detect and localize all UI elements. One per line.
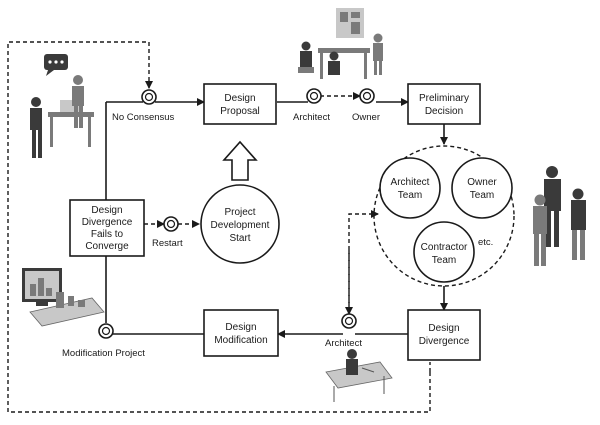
project-start-circle bbox=[200, 184, 280, 264]
people-group-illustration bbox=[533, 166, 586, 266]
architect-team-line1: Architect bbox=[391, 177, 430, 188]
label-architect-top: Architect bbox=[293, 112, 330, 123]
architect-team-circle bbox=[379, 157, 441, 219]
design-modification-line1: Design bbox=[225, 322, 256, 333]
team-cluster-boundary bbox=[373, 145, 515, 287]
contractor-team-line1: Contractor bbox=[421, 242, 468, 253]
divergence-fails-line2: Divergence bbox=[82, 217, 133, 228]
node-modification-project bbox=[98, 323, 114, 339]
project-start-line3: Start bbox=[229, 233, 250, 244]
divergence-fails-line3: Fails to bbox=[91, 229, 124, 240]
node-architect-bottom bbox=[341, 313, 357, 329]
design-divergence-line1: Design bbox=[428, 323, 459, 334]
dashed-architect-to-teams bbox=[348, 210, 379, 320]
architect-team-line2: Team bbox=[398, 190, 422, 201]
hollow-up-arrow bbox=[222, 140, 258, 181]
contractor-team-line2: Team bbox=[432, 255, 456, 266]
divergence-fails-box bbox=[69, 199, 145, 257]
label-etc: etc. bbox=[478, 237, 493, 248]
meeting-illustration bbox=[30, 54, 94, 158]
node-no-consensus bbox=[141, 89, 157, 105]
design-divergence-line2: Divergence bbox=[419, 336, 470, 347]
node-architect-top bbox=[306, 88, 322, 104]
project-start-line2: Development bbox=[211, 220, 270, 231]
project-start-line1: Project bbox=[224, 207, 255, 218]
label-restart: Restart bbox=[152, 238, 183, 249]
label-no-consensus: No Consensus bbox=[112, 112, 175, 123]
design-proposal-line1: Design bbox=[224, 93, 255, 104]
label-owner-top: Owner bbox=[352, 112, 380, 123]
divergence-fails-line1: Design bbox=[91, 205, 122, 216]
owner-team-line2: Team bbox=[470, 190, 494, 201]
drafting-architect-illustration bbox=[325, 349, 393, 402]
owner-team-line1: Owner bbox=[467, 177, 497, 188]
design-modification-line2: Modification bbox=[214, 335, 267, 346]
contractor-team-circle bbox=[413, 221, 475, 283]
label-architect-bottom: Architect bbox=[325, 338, 362, 349]
node-restart bbox=[163, 216, 179, 232]
preliminary-decision-box bbox=[407, 83, 481, 125]
dashed-loop-outer bbox=[7, 41, 431, 413]
owner-team-circle bbox=[451, 157, 513, 219]
preliminary-decision-line1: Preliminary bbox=[419, 93, 469, 104]
preliminary-decision-line2: Decision bbox=[425, 106, 463, 117]
divergence-fails-line4: Converge bbox=[85, 241, 129, 252]
design-divergence-box bbox=[407, 309, 481, 361]
design-modification-box bbox=[203, 309, 279, 357]
node-owner-top bbox=[359, 88, 375, 104]
modeling-workstation-illustration bbox=[22, 268, 105, 327]
design-proposal-line2: Proposal bbox=[220, 106, 259, 117]
label-modification-project: Modification Project bbox=[62, 348, 145, 359]
design-proposal-box bbox=[203, 83, 277, 125]
office-team-illustration bbox=[298, 8, 383, 79]
